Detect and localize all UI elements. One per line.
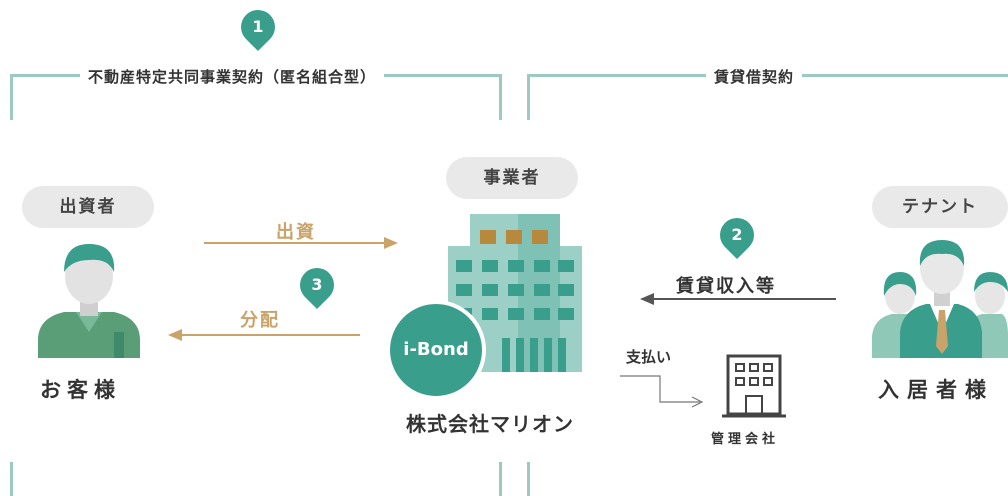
office-building-illustration	[448, 214, 582, 372]
role-pill-tenant: テナント	[872, 186, 1008, 228]
contract-label-left: 不動産特定共同事業契約（匿名組合型）	[80, 66, 385, 87]
flow-label-rent-income: 賃貸収入等	[676, 276, 776, 297]
step-marker-3: 3	[292, 260, 342, 310]
step-number: 3	[311, 275, 323, 294]
investor-person-icon	[38, 244, 140, 358]
management-company-label: 管理会社	[711, 432, 780, 447]
management-building-icon	[722, 354, 786, 418]
tenant-group-icon	[872, 240, 1008, 358]
step-number: 2	[731, 225, 743, 244]
step-number: 1	[252, 17, 264, 36]
ibond-logo-text: i-Bond	[403, 339, 469, 360]
resident-label: 入居者様	[878, 378, 994, 402]
investment-arrow	[204, 237, 398, 249]
role-pill-investor: 出資者	[22, 186, 154, 228]
customer-label: お客様	[40, 378, 121, 402]
flow-label-distribution: 分配	[240, 310, 280, 331]
flow-label-payment: 支払い	[626, 348, 672, 366]
role-pill-operator: 事業者	[446, 157, 578, 199]
step-marker-1: 1	[233, 2, 283, 52]
rent-income-arrow	[640, 293, 836, 305]
company-name: 株式会社マリオン	[406, 412, 574, 436]
ibond-logo-badge: i-Bond	[386, 300, 486, 400]
payment-arrow	[620, 375, 704, 408]
distribution-arrow	[168, 329, 360, 341]
contract-label-right: 賃貸借契約	[706, 66, 803, 87]
step-marker-2: 2	[712, 210, 762, 260]
flow-label-investment: 出資	[276, 222, 316, 243]
